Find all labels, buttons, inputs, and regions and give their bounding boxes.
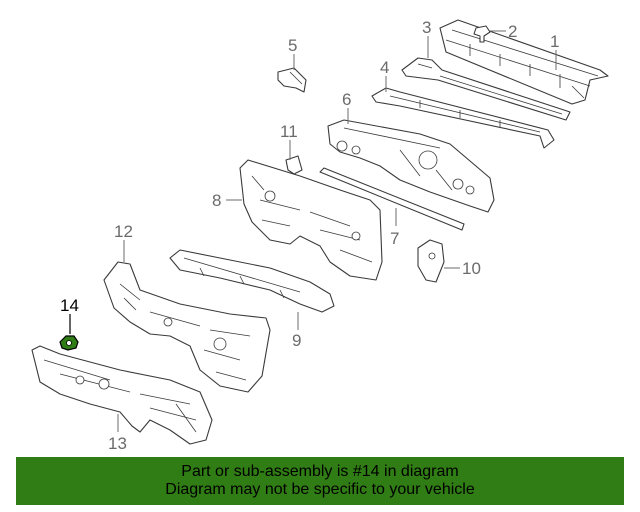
callout-2: 2: [508, 22, 517, 41]
part-2-clip[interactable]: [473, 25, 491, 43]
part-11-clip[interactable]: [285, 155, 303, 175]
part-7-reinforcement-strip[interactable]: [319, 167, 465, 231]
part-1-cowl-panel[interactable]: [439, 19, 609, 105]
callout-13: 13: [108, 434, 127, 453]
callout-1: 1: [550, 32, 559, 51]
callout-7: 7: [390, 229, 399, 248]
callout-5: 5: [288, 36, 297, 55]
part-5-bracket[interactable]: [277, 67, 307, 93]
part-12-lower-dash-panel[interactable]: [103, 261, 271, 393]
callout-4: 4: [380, 58, 389, 77]
part-9-cross-member[interactable]: [169, 249, 335, 313]
part-3-cowl-seal[interactable]: [401, 57, 571, 121]
callout-9: 9: [292, 331, 301, 350]
callout-6: 6: [342, 90, 351, 109]
part-4-cowl-extension[interactable]: [371, 87, 555, 149]
part-13-insulator[interactable]: [31, 345, 213, 445]
callout-8: 8: [212, 191, 221, 210]
notice-banner: Part or sub-assembly is #14 in diagram D…: [16, 457, 624, 505]
callout-10: 10: [462, 259, 481, 278]
part-14-fastener[interactable]: [59, 335, 79, 351]
part-8-dash-panel[interactable]: [239, 159, 383, 281]
callout-3: 3: [422, 18, 431, 37]
callout-12: 12: [114, 222, 133, 241]
banner-line-1: Part or sub-assembly is #14 in diagram: [181, 463, 459, 480]
callout-labels: 1 2 3 4 5 6 7 8 9 10 11 12 13 14: [60, 18, 559, 453]
banner-line-2: Diagram may not be specific to your vehi…: [165, 481, 475, 498]
callout-11: 11: [280, 122, 298, 141]
part-10-bracket[interactable]: [417, 239, 445, 283]
callout-14: 14: [60, 296, 79, 315]
part-6-upper-dash-panel[interactable]: [327, 119, 495, 213]
leader-lines: [69, 30, 557, 432]
